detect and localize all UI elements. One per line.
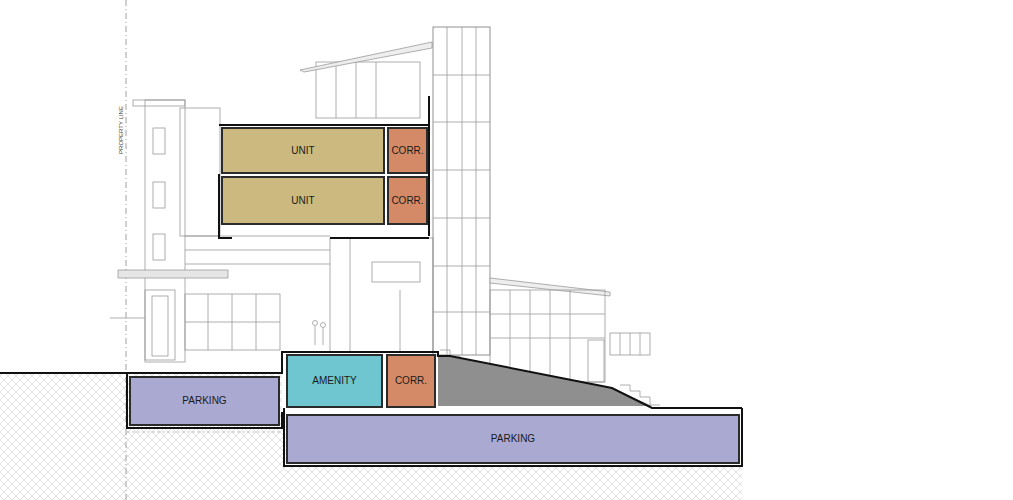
drawing-stroke [185, 236, 330, 237]
drawing-stroke [336, 62, 337, 118]
drawing-stroke [153, 128, 165, 154]
room-label: PARKING [182, 396, 226, 406]
drawing-stroke [400, 290, 401, 352]
parking-level: PARKING [129, 376, 280, 426]
drawing-stroke [620, 333, 621, 355]
drawing-stroke [145, 100, 185, 362]
property-line-label: PROPERTY LINE [118, 105, 124, 155]
drawing-stroke [313, 321, 318, 326]
drawing-stroke [219, 96, 429, 125]
drawing-stroke [376, 62, 377, 118]
drawing-stroke [153, 234, 165, 260]
drawing-stroke [433, 266, 490, 267]
room-label: AMENITY [312, 376, 356, 386]
drawing-stroke [433, 170, 490, 171]
corridor-room: CORR. [387, 127, 428, 174]
drawing-stroke [180, 108, 220, 236]
drawing-stroke [490, 338, 605, 339]
drawing-stroke [588, 340, 604, 382]
drawing-stroke [476, 27, 477, 355]
drawing-stroke [630, 333, 631, 355]
drawing-stroke [321, 323, 326, 328]
drawing-stroke [530, 290, 531, 382]
room-label: UNIT [291, 146, 314, 156]
drawing-stroke [610, 333, 650, 355]
corridor-room: CORR. [386, 354, 436, 408]
drawing-stroke [330, 238, 433, 352]
drawing-stroke [447, 27, 448, 355]
drawing-stroke [350, 238, 351, 352]
room-label: CORR. [391, 146, 423, 156]
drawing-stroke [316, 62, 420, 118]
unit-room: UNIT [221, 127, 385, 174]
drawing-stroke [133, 100, 185, 106]
drawing-stroke [433, 218, 490, 219]
section-cut-lines [0, 96, 742, 466]
drawing-stroke [433, 122, 490, 123]
drawing-stroke [462, 27, 463, 355]
drawing-stroke [185, 264, 330, 265]
room-label: UNIT [291, 196, 314, 206]
drawing-stroke [127, 432, 282, 433]
drawing-stroke [0, 352, 742, 408]
corridor-room: CORR. [387, 176, 428, 225]
drawing-stroke [323, 328, 324, 345]
room-label: CORR. [391, 196, 423, 206]
drawing-stroke [433, 27, 490, 355]
drawing-stroke [110, 318, 145, 319]
drawing-stroke [550, 290, 551, 382]
drawing-stroke [438, 356, 652, 406]
ramp-wedge [438, 356, 652, 406]
drawing-stroke [152, 296, 168, 356]
drawing-stroke [315, 326, 316, 345]
drawing-stroke [185, 250, 330, 251]
building-elevation [110, 27, 660, 405]
drawing-stroke [127, 373, 282, 428]
drawing-stroke [640, 333, 641, 355]
room-label: PARKING [491, 434, 535, 444]
drawing-stroke [300, 42, 432, 72]
unit-room: UNIT [221, 176, 385, 225]
drawing-stroke [330, 237, 429, 239]
drawing-stroke [153, 182, 165, 208]
drawing-stroke [433, 312, 490, 313]
drawing-stroke [118, 270, 228, 278]
drawing-stroke [145, 290, 175, 360]
drawing-stroke [570, 290, 571, 382]
drawing-stroke [372, 262, 420, 282]
drawing-stroke [185, 294, 280, 350]
drawing-stroke [185, 322, 280, 323]
room-label: CORR. [395, 376, 427, 386]
amenity-room: AMENITY [286, 354, 383, 408]
drawing-stroke [428, 125, 430, 236]
drawing-stroke [433, 75, 490, 76]
drawing-stroke [490, 314, 605, 315]
drawing-stroke [356, 62, 357, 118]
drawing-stroke [284, 408, 742, 466]
parking-level: PARKING [286, 414, 740, 464]
